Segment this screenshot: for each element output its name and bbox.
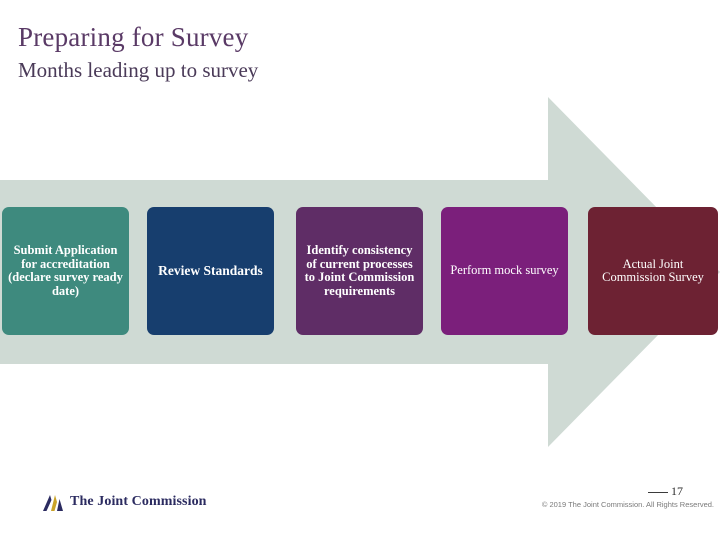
process-step-5-label: Actual Joint Commission Survey xyxy=(602,256,704,284)
process-step-4-label: Perform mock survey xyxy=(450,263,559,278)
process-step-2-label: Review Standards xyxy=(158,262,263,278)
process-step-2[interactable]: Review Standards xyxy=(147,207,274,335)
page-number: 17 xyxy=(671,484,683,498)
process-step-1[interactable]: Submit Application for accreditation (de… xyxy=(2,207,129,335)
process-step-4[interactable]: Perform mock survey xyxy=(441,207,568,335)
logo-wordmark: The Joint Commission xyxy=(70,494,207,509)
page-subtitle: Months leading up to survey xyxy=(18,58,259,82)
process-step-3[interactable]: Identify consistency of current processe… xyxy=(296,207,423,335)
process-step-1-label: Submit Application for accreditation (de… xyxy=(8,243,123,298)
process-step-5[interactable]: Actual Joint Commission Survey xyxy=(588,207,718,335)
logo-mark-icon xyxy=(43,495,63,511)
joint-commission-logo: The Joint Commission xyxy=(42,488,222,516)
page-number-rule xyxy=(648,492,668,493)
page-title: Preparing for Survey xyxy=(18,22,249,52)
process-step-3-label: Identify consistency of current processe… xyxy=(304,243,415,298)
copyright-text: © 2019 The Joint Commission. All Rights … xyxy=(541,500,714,509)
